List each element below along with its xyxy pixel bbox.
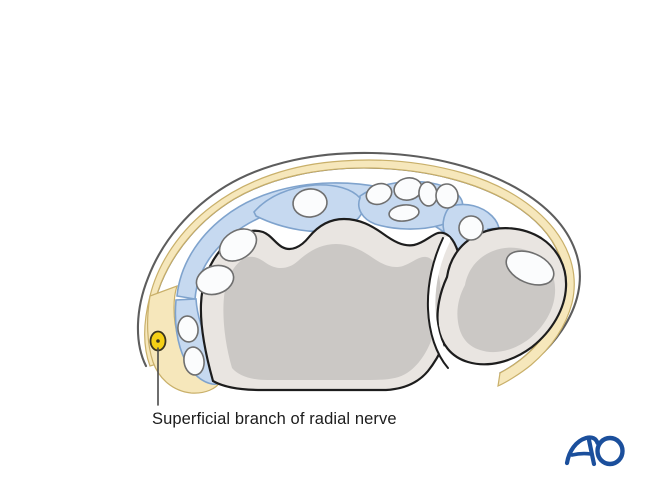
tendon-oval: [365, 182, 393, 206]
ao-logo-letter-a: [564, 435, 600, 466]
subcutaneous-fat: [144, 159, 575, 387]
tendon-oval: [218, 228, 258, 262]
tendon-oval: [183, 346, 205, 376]
ao-logo-letter-o: [595, 435, 625, 467]
nerve-core-dot: [156, 339, 160, 343]
interosseous-border-radial: [426, 237, 449, 369]
ao-logo-letter-a-crossbar: [570, 451, 593, 457]
interosseous-space: [428, 236, 456, 370]
tendon-oval: [388, 204, 420, 222]
tendon-oval: [458, 215, 484, 241]
ao-logo-letter-a-leg: [586, 437, 597, 467]
tendon-oval: [195, 264, 235, 296]
skin-contour: [136, 151, 581, 381]
nerve-label: Superficial branch of radial nerve: [152, 410, 397, 428]
radius-marrow: [223, 244, 441, 380]
tendon-oval: [435, 183, 459, 209]
tendon-oval: [292, 188, 328, 218]
tendon-oval: [177, 315, 199, 343]
ao-logo: AO: [564, 435, 625, 467]
tendon-oval: [505, 250, 555, 286]
